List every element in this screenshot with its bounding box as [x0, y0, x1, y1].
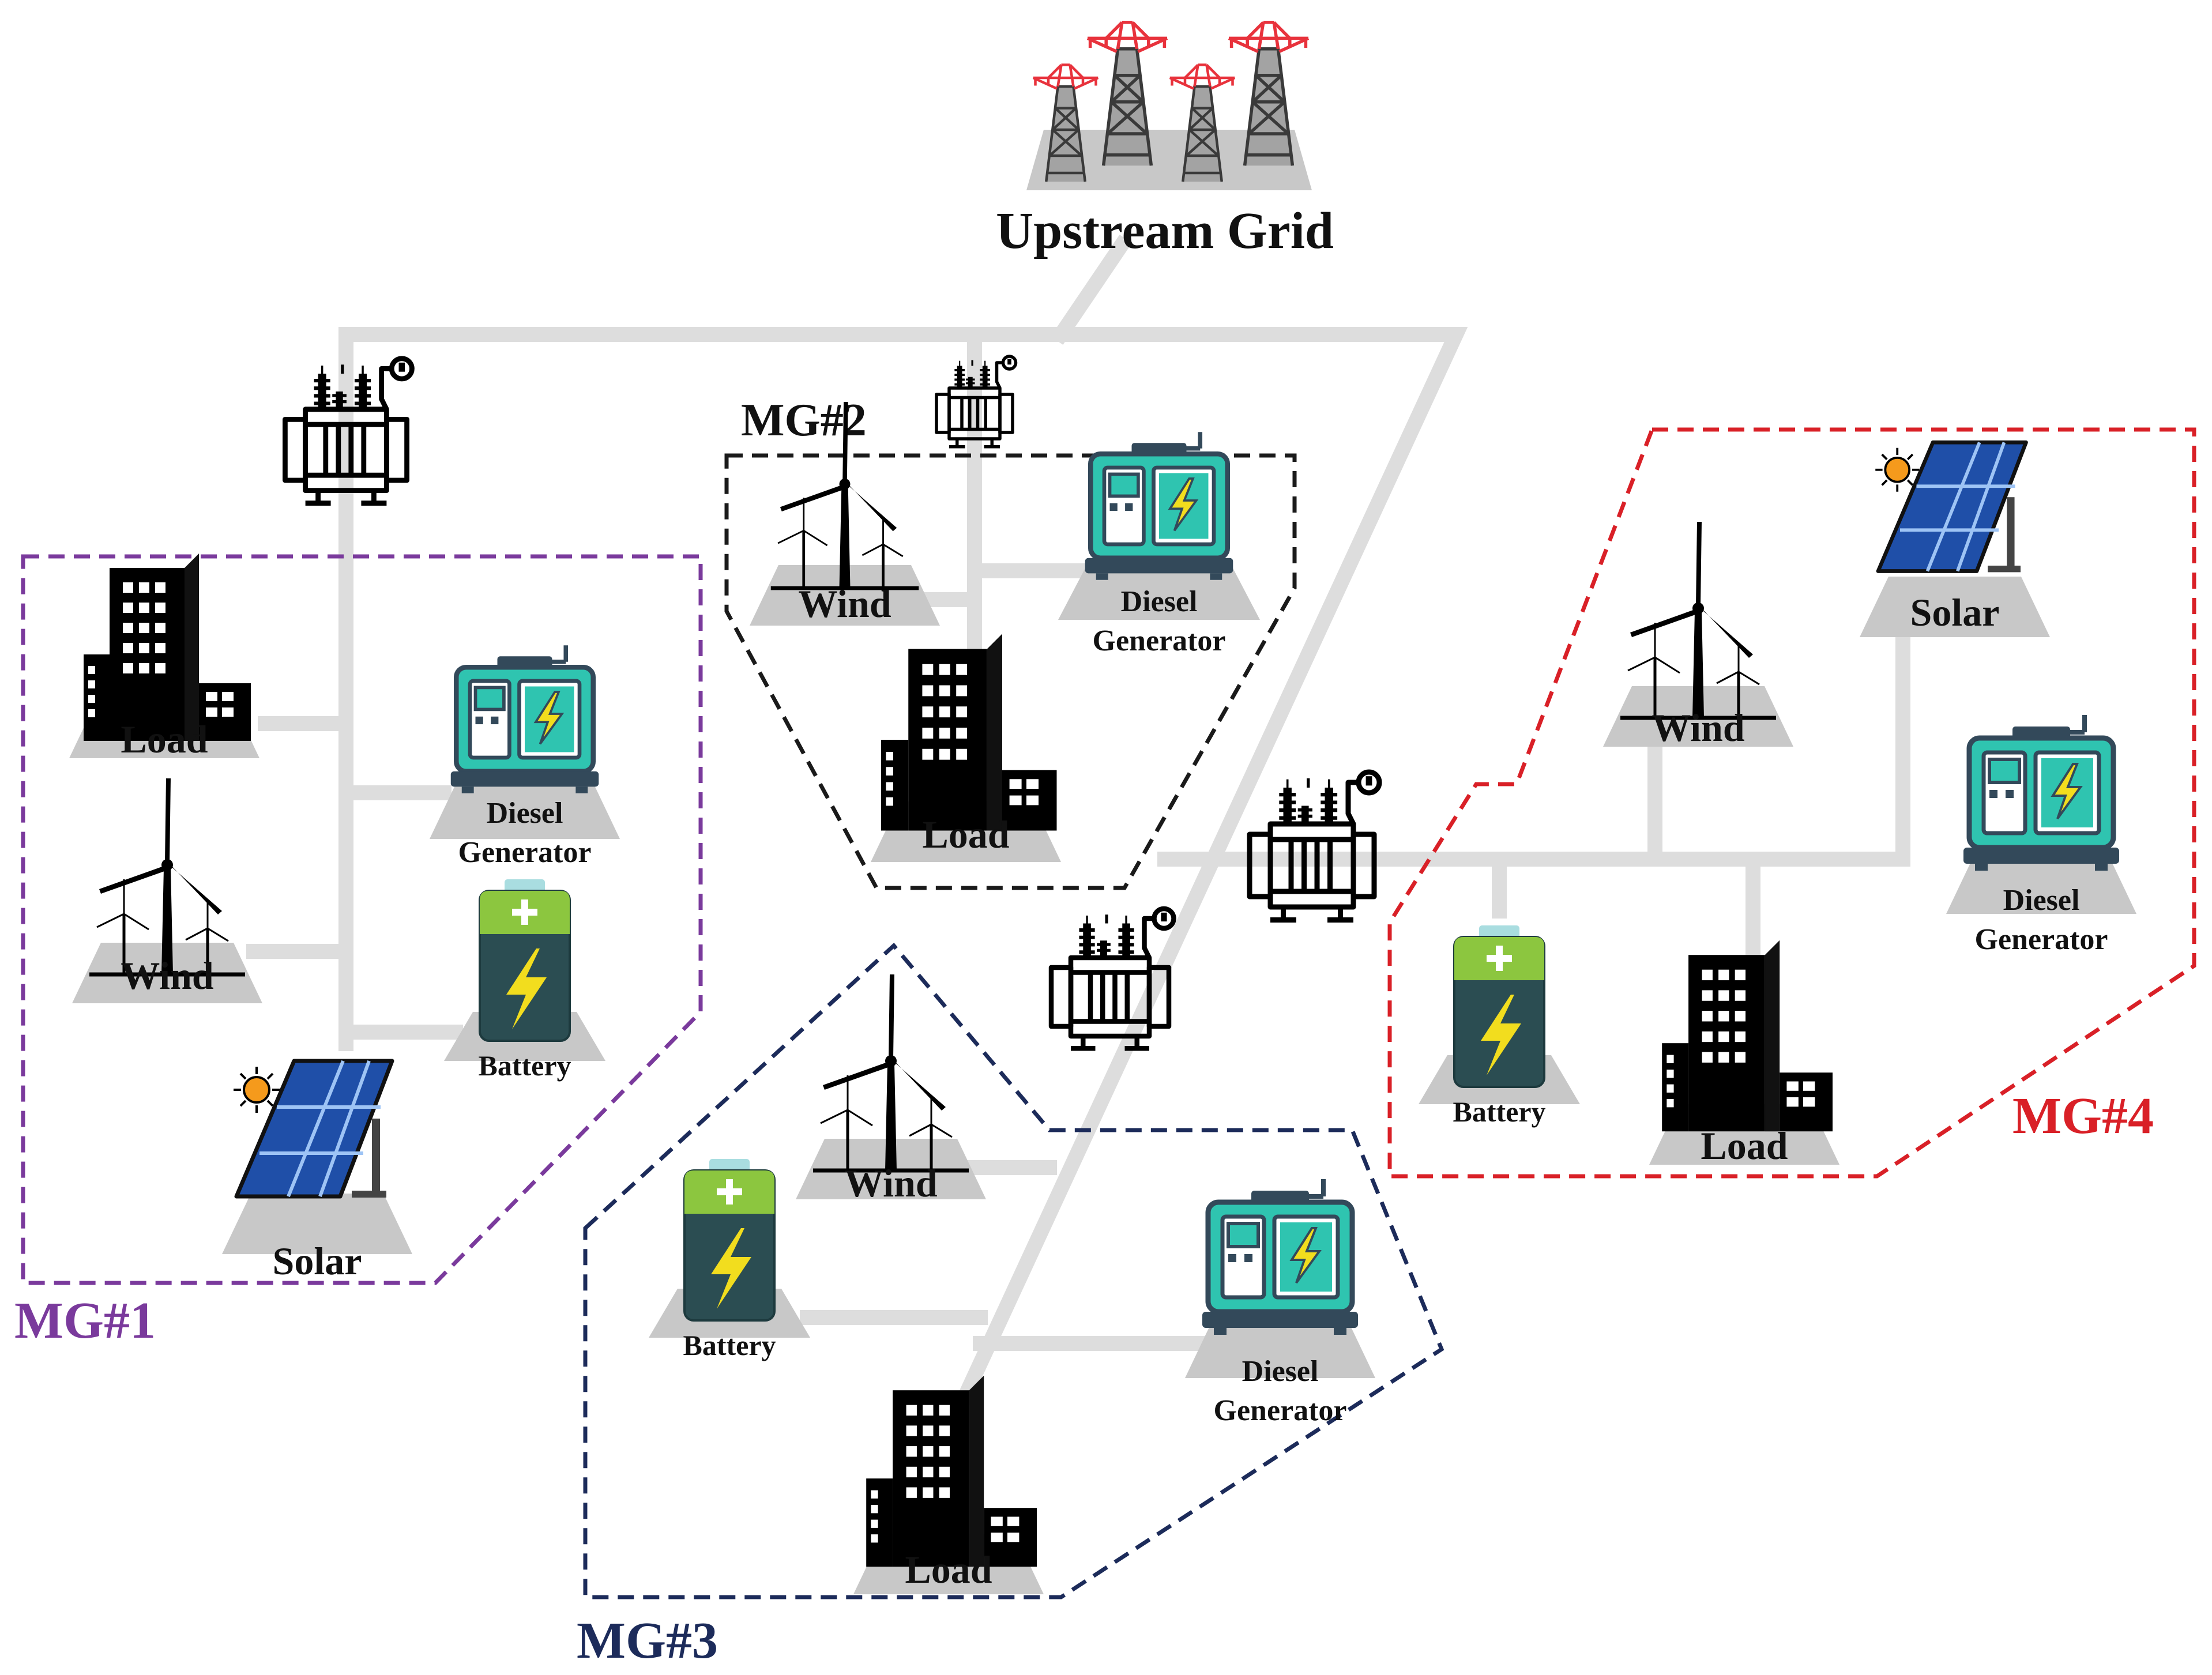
mg2-load: Load [871, 634, 1061, 862]
upstream-grid: Upstream Grid [996, 22, 1334, 259]
mg3-load-label: Load [905, 1548, 992, 1591]
battery-icon [683, 1158, 776, 1322]
mg1-solar-label: Solar [273, 1239, 362, 1283]
mg4-load-label: Load [1701, 1124, 1788, 1168]
mg1-load: Load [69, 554, 259, 761]
mg3-diesel-generator: Diesel Generator [1185, 1179, 1375, 1427]
mg1-solar: Solar [222, 1061, 412, 1283]
mg4-wind-label: Wind [1652, 706, 1744, 750]
mg4-diesel-label-line2: Generator [1974, 923, 2108, 956]
battery-icon [1453, 924, 1545, 1088]
mg4-label: MG#4 [2012, 1087, 2154, 1145]
mg4-solar: Solar [1860, 442, 2050, 637]
mg1-battery-label: Battery [478, 1049, 571, 1082]
building-icon [1662, 940, 1833, 1132]
mg3-label: MG#3 [577, 1612, 718, 1669]
mg3-wind: Wind [796, 974, 986, 1205]
mg4-solar-label: Solar [1910, 590, 2000, 634]
mg2-boundary [724, 453, 1297, 890]
mg3-diesel-label-line2: Generator [1213, 1394, 1346, 1427]
mg1-battery: Battery [444, 878, 605, 1082]
mg4-battery-label: Battery [1453, 1096, 1545, 1128]
mg1-diesel-generator: Diesel Generator [430, 645, 620, 869]
mg2-wind-label: Wind [798, 582, 891, 626]
diesel-generator-icon [1963, 715, 2119, 871]
mg4-wind: Wind [1603, 522, 1793, 750]
solar-panel-icon [234, 1061, 392, 1198]
mg1-diesel-label-line2: Generator [458, 836, 591, 869]
mg1-boundary [21, 554, 703, 1285]
diesel-generator-icon [1085, 432, 1233, 580]
mg3-load: Load [853, 1375, 1044, 1594]
mg2-load-label: Load [922, 812, 1009, 856]
mg4-boundary [1387, 427, 2196, 1179]
mg1-diesel-label-line1: Diesel [487, 797, 563, 830]
mg4-battery: Battery [1419, 924, 1580, 1128]
mg4-load: Load [1649, 940, 1839, 1168]
mg4-diesel-generator: Diesel Generator [1946, 715, 2136, 956]
mg4-diesel-label-line1: Diesel [2003, 884, 2080, 917]
upstream-grid-label: Upstream Grid [996, 202, 1334, 259]
mg2-diesel-label-line2: Generator [1092, 624, 1225, 657]
building-icon [881, 634, 1057, 831]
mg1-wind-label: Wind [121, 954, 213, 998]
building-icon [866, 1375, 1037, 1567]
building-icon [84, 554, 251, 741]
mg2-diesel-label-line1: Diesel [1121, 585, 1198, 618]
mg3-boundary [583, 942, 1444, 1599]
transformer-icon [1250, 772, 1379, 920]
mg1-wind: Wind [72, 778, 262, 1003]
mg3-wind-label: Wind [844, 1161, 937, 1205]
diesel-generator-icon [451, 645, 599, 793]
mg3-battery-label: Battery [683, 1329, 776, 1361]
mg1-load-label: Load [121, 717, 208, 761]
diesel-generator-icon [1202, 1179, 1358, 1335]
mg3-diesel-label-line1: Diesel [1242, 1355, 1319, 1388]
mg1-label: MG#1 [14, 1292, 156, 1349]
mg3-battery: Battery [649, 1158, 810, 1361]
mg2-wind: Wind [750, 402, 940, 626]
mg2-diesel-generator: Diesel Generator [1058, 432, 1260, 657]
solar-panel-icon [1875, 442, 2026, 572]
battery-icon [479, 878, 571, 1042]
